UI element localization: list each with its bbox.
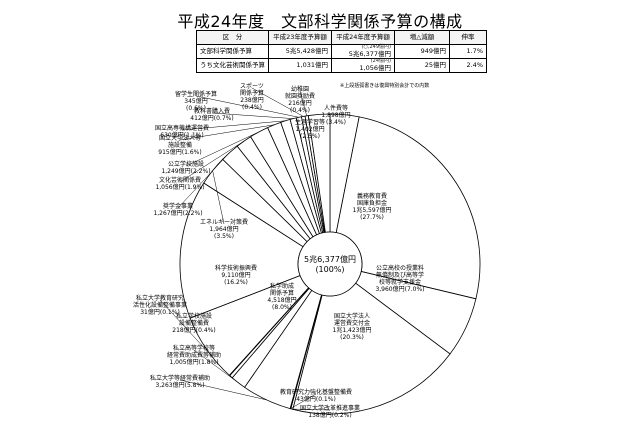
leader-line (179, 379, 267, 401)
leader-line (179, 141, 244, 183)
center-label: 5兆6,377億円 (304, 254, 356, 264)
row-curr: 5兆6,377億円 (348, 49, 391, 58)
table-footnote: ※上段括弧書きは復興特別会計での内数 (340, 83, 430, 89)
leader-line (251, 87, 304, 117)
leader-line (185, 131, 260, 167)
row-note: (○,249億円) (361, 44, 391, 50)
page-title: 平成24年度 文部科学関係予算の構成 (177, 12, 463, 31)
leader-line (211, 112, 294, 119)
pie-center-circle (297, 231, 363, 297)
leader-line (177, 152, 230, 209)
leader-line (212, 170, 225, 225)
leader-line (179, 124, 275, 141)
leader-line (193, 349, 239, 383)
budget-table: 区 分 平成23年度予算額 平成24年度予算額 増△減額 伸率 文部科学関係予算… (196, 30, 487, 74)
row-curr-cell: (○,249億円) 5兆6,377億円 (331, 43, 395, 60)
header-rate: 伸率 (449, 30, 487, 45)
table-row: うち文化芸術関係予算 1,031億円 (24億円) 1,056億円 25億円 2… (196, 58, 487, 74)
leader-line (195, 95, 299, 118)
center-label: (100%) (315, 265, 344, 274)
header-prev-year: 平成23年度予算額 (268, 30, 332, 45)
leader-line (181, 120, 286, 131)
leader-line (290, 393, 317, 409)
row-rate: 2.4% (449, 58, 487, 74)
leader-line (291, 408, 331, 411)
table-header-row: 区 分 平成23年度予算額 平成24年度予算額 増△減額 伸率 (196, 30, 487, 45)
row-curr: 1,056億円 (359, 63, 391, 72)
leader-line (299, 90, 307, 116)
row-name: うち文化芸術関係予算 (196, 58, 269, 74)
row-note: (24億円) (370, 58, 391, 65)
header-category: 区 分 (196, 30, 269, 45)
row-curr-cell: (24億円) 1,056億円 (331, 58, 395, 74)
header-diff: 増△減額 (394, 30, 450, 45)
